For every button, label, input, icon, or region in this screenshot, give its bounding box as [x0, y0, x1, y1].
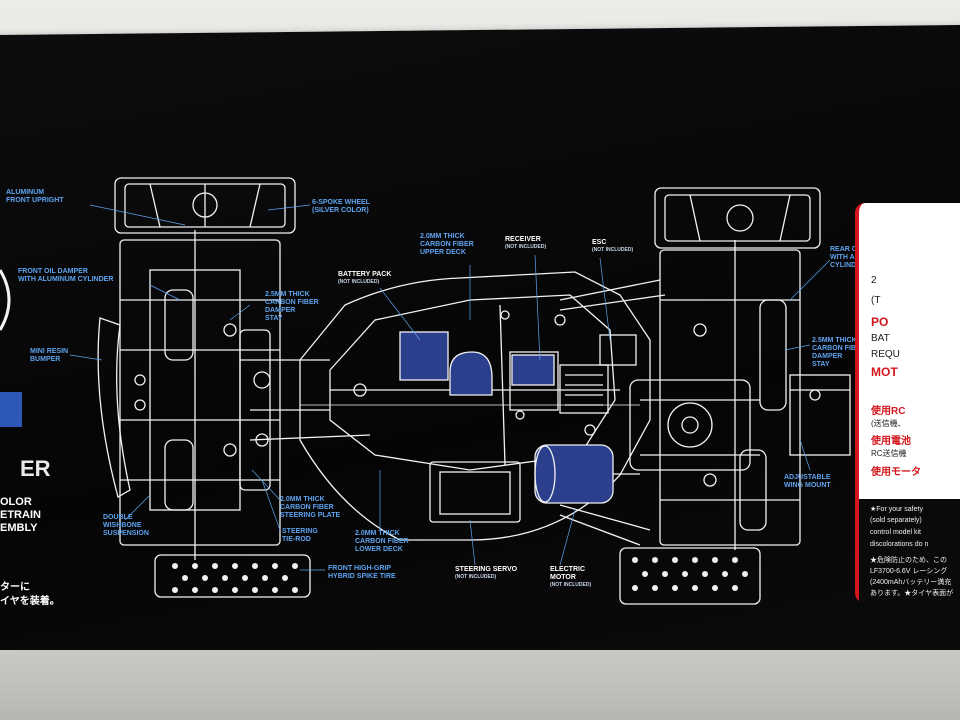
front-suspension [119, 230, 281, 560]
left-edge-line-1: OLOR [0, 496, 32, 508]
note-7: (2400mAhバッテリー満充 [870, 579, 952, 586]
deck-window-fill [449, 351, 493, 396]
left-edge-line-3: EMBLY [0, 522, 38, 534]
note-4: discolorations do n [870, 541, 929, 548]
label-steering-servo: STEERING SERVO(NOT INCLUDED) [455, 566, 518, 580]
note-1: ★For your safety [870, 506, 923, 513]
note-5: ★危険防止のため、この [870, 557, 947, 564]
label-wishbone: DOUBLE WISHBONE SUSPENSION [103, 514, 149, 537]
panel-line-1: 2 [871, 275, 877, 286]
bumper-shape [97, 317, 131, 498]
label-motor: ELECTRIC MOTOR(NOT INCLUDED) [550, 566, 592, 588]
receiver-box [509, 351, 559, 411]
left-edge-line-2: ETRAIN [0, 509, 41, 521]
label-battery: BATTERY PACK(NOT INCLUDED) [338, 271, 392, 285]
panel-line-10: RC送信機 [871, 449, 907, 458]
rear-top-wheel [654, 187, 821, 249]
label-bumper: MINI RESIN BUMPER [30, 348, 69, 363]
label-wing-mount: ADJUSTABLE WING MOUNT [784, 474, 831, 489]
front-bottom-tire [154, 554, 311, 598]
label-upper-deck: 2.0mm THICK CARBON FIBER UPPER DECK [420, 233, 474, 256]
panel-line-11: 使用モータ [871, 467, 921, 478]
note-3: control model kit [870, 529, 921, 536]
left-edge-jp-2: イヤを装着。 [0, 596, 60, 607]
label-front-upright: ALUMINUM FRONT UPRIGHT [6, 189, 64, 204]
note-2: (sold separately) [870, 517, 922, 524]
label-esc: ESC(NOT INCLUDED) [592, 239, 634, 253]
note-6: LF3700-6.6V レーシング [870, 568, 948, 575]
label-steering-plate: 2.0mm THICK CARBON FIBER STEERING PLATE [280, 496, 341, 519]
left-edge-text-block: OLOR ETRAIN EMBLY [0, 496, 41, 535]
label-front-tire: FRONT HIGH-GRIP HYBRID SPIKE TIRE [328, 565, 396, 580]
emblem-block [0, 392, 22, 427]
panel-line-7: 使用RC [871, 406, 906, 417]
label-damper-stay-front: 2.5mm THICK CARBON FIBER DAMPER STAY [265, 291, 319, 322]
leader-lines [69, 204, 831, 571]
battery-pack-fill [399, 331, 449, 381]
panel-dark-footer [859, 499, 960, 603]
wing-mount [789, 374, 851, 456]
rear-bottom-tire [619, 547, 761, 605]
panel-line-8: (送信機、 [871, 419, 906, 428]
receiver-fill [511, 354, 555, 386]
tire-spikes [172, 557, 748, 593]
label-receiver: RECEIVER(NOT INCLUDED) [505, 236, 547, 250]
panel-line-3: PO [871, 315, 889, 329]
panel-line-6: MOT [871, 365, 898, 379]
panel-line-9: 使用電池 [871, 436, 911, 447]
right-info-panel: 2 (T PO BAT REQU MOT 使用RC (送信機、 使用電池 RC送… [855, 203, 960, 603]
label-tie-rod: STEERING TIE-ROD [282, 528, 318, 543]
left-edge-jp-1: ターに [0, 582, 30, 593]
front-top-wheel [114, 177, 296, 234]
note-8: あります。★タイヤ表面が [870, 590, 954, 597]
rear-suspension [659, 240, 801, 550]
left-edge-big-text: ER [20, 456, 51, 481]
esc-box [559, 364, 609, 414]
label-front-damper: FRONT OIL DAMPER WITH ALUMINUM CYLINDER [18, 268, 114, 283]
electric-motor [534, 444, 640, 504]
label-lower-deck: 2.0mm THICK CARBON FIBER LOWER DECK [355, 530, 409, 553]
panel-line-4: BAT [871, 333, 890, 344]
panel-line-2: (T [871, 295, 881, 306]
shelf-surface [0, 650, 960, 720]
esc-switch [599, 334, 637, 366]
label-spoke-wheel: 6-SPOKE WHEEL (SILVER COLOR) [312, 199, 370, 214]
emblem-arc [0, 269, 11, 331]
steering-servo [429, 461, 521, 523]
panel-line-5: REQU [871, 349, 900, 360]
